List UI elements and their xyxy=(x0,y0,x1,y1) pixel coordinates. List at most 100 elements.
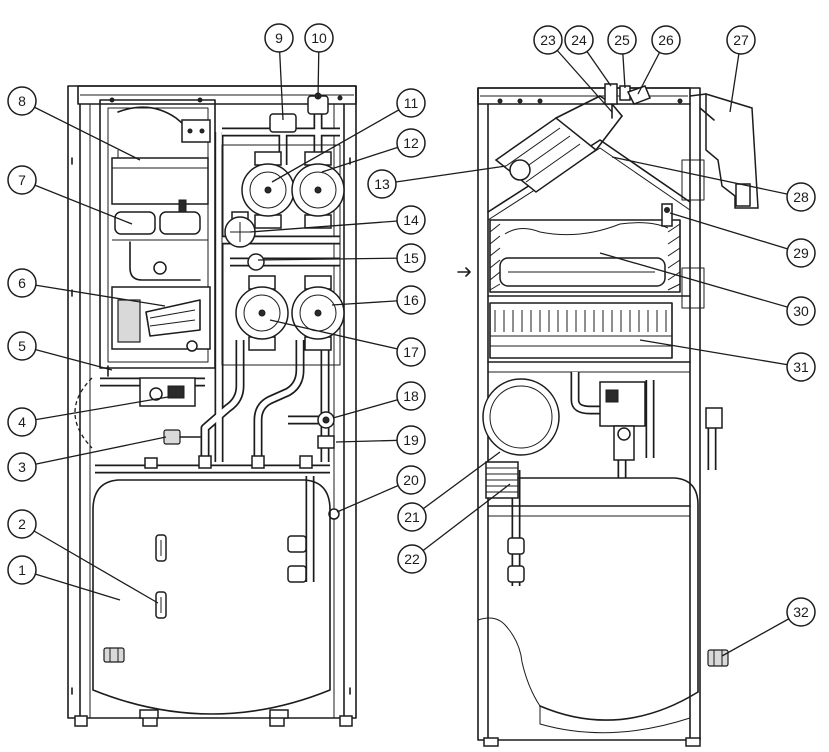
callout-14-label: 14 xyxy=(403,212,419,228)
callout-2: 2 xyxy=(7,509,159,604)
burner-unit-left xyxy=(114,211,156,235)
callout-24: 24 xyxy=(564,25,612,87)
callout-13-label: 13 xyxy=(374,176,390,192)
gas-valve-assembly xyxy=(100,365,205,407)
callout-7: 7 xyxy=(7,165,133,225)
callout-28-label: 28 xyxy=(793,189,809,205)
callout-20-label: 20 xyxy=(403,472,419,488)
right-unit-side-view xyxy=(457,83,759,747)
callout-21-label: 21 xyxy=(404,509,420,525)
callout-22: 22 xyxy=(397,483,511,574)
callout-15: 15 xyxy=(257,243,426,273)
callout-11: 11 xyxy=(271,88,426,183)
pump-lower-right xyxy=(291,275,345,351)
expansion-vessel-outline xyxy=(74,377,93,449)
left-foot xyxy=(74,715,88,727)
callout-16: 16 xyxy=(331,285,426,315)
sensor-fitting xyxy=(328,508,340,520)
flue-fittings xyxy=(604,83,651,119)
small-valve xyxy=(247,253,265,271)
diverter-valve xyxy=(224,211,256,248)
callout-1: 1 xyxy=(7,555,121,601)
vent-grille xyxy=(485,461,519,499)
left-unit-front-view xyxy=(67,85,357,727)
round-vessel xyxy=(482,378,560,456)
callout-6-label: 6 xyxy=(18,275,26,291)
heat-exchanger-right xyxy=(489,219,681,293)
callout-17-label: 17 xyxy=(403,344,419,360)
left-top-rail xyxy=(77,85,357,105)
callout-7-label: 7 xyxy=(18,172,26,188)
callout-26-label: 26 xyxy=(658,32,674,48)
right-foot xyxy=(685,737,701,747)
fill-fitting xyxy=(163,429,181,445)
callout-31-label: 31 xyxy=(793,359,809,375)
callout-13: 13 xyxy=(367,165,507,199)
tee-fitting xyxy=(317,435,335,449)
callout-23: 23 xyxy=(533,25,613,113)
callout-31: 31 xyxy=(639,339,816,382)
callout-4: 4 xyxy=(7,396,169,437)
pump-upper-right xyxy=(291,151,345,229)
side-panel xyxy=(705,92,759,209)
callout-12: 12 xyxy=(321,128,426,173)
callout-3: 3 xyxy=(7,436,167,482)
gas-valve-right xyxy=(599,381,723,461)
pipe-union xyxy=(287,565,307,583)
callout-18: 18 xyxy=(332,381,426,419)
callout-16-label: 16 xyxy=(403,292,419,308)
callout-6: 6 xyxy=(7,268,166,307)
callout-19: 19 xyxy=(335,425,426,455)
callout-5-label: 5 xyxy=(18,338,26,354)
callout-23-label: 23 xyxy=(540,32,556,48)
callout-27-label: 27 xyxy=(733,32,749,48)
combustion-box xyxy=(111,157,209,205)
burner-bar xyxy=(489,302,673,359)
pipe-union xyxy=(507,537,525,555)
storage-tank-left xyxy=(92,479,331,719)
callout-10-label: 10 xyxy=(311,30,327,46)
drain-valve xyxy=(103,647,125,663)
callout-3-label: 3 xyxy=(18,459,26,475)
callout-26: 26 xyxy=(637,25,681,95)
callout-21: 21 xyxy=(397,451,501,532)
heat-exchanger-housing xyxy=(99,99,216,369)
temperature-sensor xyxy=(661,203,673,227)
callout-18-label: 18 xyxy=(403,388,419,404)
pipe-union xyxy=(287,535,307,553)
callout-32: 32 xyxy=(721,597,816,657)
callout-17: 17 xyxy=(269,319,426,367)
callout-4-label: 4 xyxy=(18,414,26,430)
callout-30-label: 30 xyxy=(793,303,809,319)
callout-24-label: 24 xyxy=(571,32,587,48)
callout-27: 27 xyxy=(726,25,756,113)
callout-14: 14 xyxy=(249,205,426,235)
storage-tank-right xyxy=(477,477,729,734)
callout-19-label: 19 xyxy=(403,432,419,448)
drain-fitting xyxy=(707,649,729,667)
callout-10: 10 xyxy=(304,23,334,99)
fan-assembly xyxy=(494,95,623,193)
callouts: 1 2 3 4 5 6 7 8 9 10 11 12 13 14 15 16 1… xyxy=(7,23,816,657)
burner-unit-right xyxy=(159,211,201,235)
callout-25: 25 xyxy=(607,25,637,89)
callout-8-label: 8 xyxy=(18,93,26,109)
callout-28: 28 xyxy=(611,156,816,212)
pipe-union xyxy=(507,565,525,583)
pump-frame xyxy=(221,144,341,366)
right-foot xyxy=(483,737,499,747)
callout-30: 30 xyxy=(599,252,816,326)
callout-29: 29 xyxy=(669,212,816,268)
callout-15-label: 15 xyxy=(403,250,419,266)
callout-9: 9 xyxy=(264,23,294,121)
callout-9-label: 9 xyxy=(275,30,283,46)
callout-1-label: 1 xyxy=(18,562,26,578)
callout-2-label: 2 xyxy=(18,516,26,532)
callout-25-label: 25 xyxy=(614,32,630,48)
callout-32-label: 32 xyxy=(793,604,809,620)
callout-29-label: 29 xyxy=(793,245,809,261)
callout-12-label: 12 xyxy=(403,135,419,151)
callout-20: 20 xyxy=(336,465,426,513)
pump-lower-left xyxy=(235,275,289,351)
